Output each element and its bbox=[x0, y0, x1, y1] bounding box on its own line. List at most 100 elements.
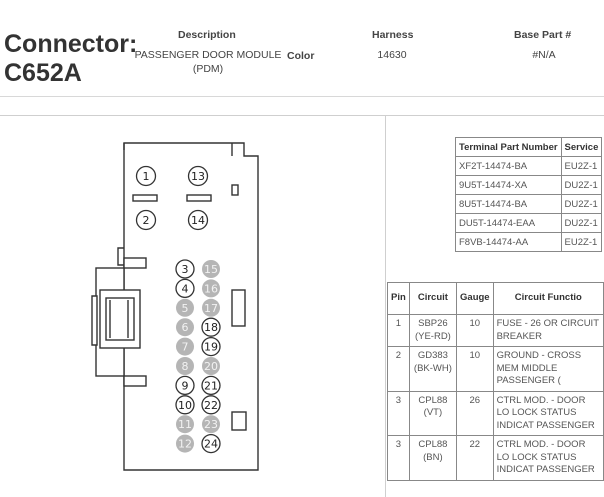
table-row: DU5T-14474-EAA DU2Z-1 bbox=[455, 213, 603, 233]
pin-number-label: 17 bbox=[204, 302, 218, 315]
harness-value: 14630 bbox=[377, 49, 407, 61]
table-row: 3 CPL88 (VT) 26 CTRL MOD. - DOOR LO LOCK… bbox=[387, 390, 604, 436]
terminal-part-table: Terminal Part Number Service XF2T-14474-… bbox=[455, 137, 603, 252]
circuit-cell: CPL88 (VT) bbox=[408, 390, 458, 436]
service-part-cell: EU2Z-1 bbox=[560, 156, 603, 176]
pin-9: 9 bbox=[175, 375, 195, 396]
connector-id: C652A bbox=[4, 59, 82, 87]
pin-number-label: 10 bbox=[178, 399, 192, 412]
pin-header: Pin bbox=[387, 282, 410, 315]
pin-1: 1 bbox=[135, 165, 157, 187]
gauge-cell: 22 bbox=[456, 435, 494, 481]
pin-number-label: 18 bbox=[204, 321, 218, 334]
pin-24: 24 bbox=[201, 433, 221, 454]
description-value: PASSENGER DOOR MODULE (PDM) bbox=[134, 49, 282, 75]
pin-cell: 2 bbox=[387, 346, 410, 392]
service-part-cell: DU2Z-1 bbox=[560, 194, 603, 214]
pin-number-label: 12 bbox=[178, 438, 192, 451]
pin-12: 12 bbox=[176, 434, 194, 453]
circuit-function-header: Circuit Functio bbox=[492, 282, 604, 315]
pin-7: 7 bbox=[176, 337, 194, 356]
pin-15: 15 bbox=[202, 260, 220, 278]
circuit-cell: CPL88 (BN) bbox=[408, 435, 458, 481]
terminal-part-cell: XF2T-14474-BA bbox=[455, 156, 562, 176]
pin-number-label: 16 bbox=[204, 282, 218, 295]
pin-13: 13 bbox=[187, 165, 209, 187]
pin-2: 2 bbox=[135, 209, 157, 231]
pin-20: 20 bbox=[202, 357, 220, 375]
pin-number-label: 2 bbox=[143, 214, 150, 227]
pin-number-label: 6 bbox=[182, 321, 189, 334]
pin-3: 3 bbox=[175, 259, 195, 279]
table-row: 3 CPL88 (BN) 22 CTRL MOD. - DOOR LO LOCK… bbox=[387, 435, 604, 481]
pin-number-label: 14 bbox=[191, 214, 205, 227]
pin-number-label: 11 bbox=[178, 418, 192, 431]
pin-circuit-table: Pin Circuit Gauge Circuit Functio 1 SBP2… bbox=[387, 282, 604, 481]
pin-cell: 1 bbox=[387, 314, 410, 347]
gauge-cell: 10 bbox=[456, 314, 494, 347]
pin-number-label: 19 bbox=[204, 341, 218, 354]
service-part-cell: DU2Z-1 bbox=[560, 175, 603, 195]
pin-number-label: 20 bbox=[204, 360, 218, 373]
header-divider bbox=[0, 96, 604, 97]
pin-19: 19 bbox=[201, 336, 221, 357]
pin-cell: 3 bbox=[387, 390, 410, 436]
table-row: F8VB-14474-AA EU2Z-1 bbox=[455, 232, 603, 252]
pin-16: 16 bbox=[202, 279, 220, 298]
connector-housing bbox=[91, 142, 259, 471]
pin-number-label: 4 bbox=[182, 282, 189, 295]
service-part-cell: DU2Z-1 bbox=[560, 213, 603, 233]
pin-21: 21 bbox=[201, 375, 221, 396]
pin-17: 17 bbox=[202, 298, 220, 317]
circuit-function-cell: GROUND - CROSS MEM MIDDLE PASSENGER ( bbox=[492, 346, 604, 392]
pin-layout: 1 13 2 14 3 4 5 6 7 8 9 10 11 12 15 16 17 18 19 20 21 22 23 24 bbox=[135, 165, 221, 454]
panel-divider bbox=[385, 115, 386, 497]
connector-face-diagram: 1 13 2 14 3 4 5 6 7 8 9 10 11 12 15 16 17 18 19 20 21 22 23 24 bbox=[91, 142, 259, 471]
pin-number-label: 24 bbox=[204, 438, 218, 451]
harness-label: Harness bbox=[372, 29, 414, 41]
pin-number-label: 1 bbox=[143, 170, 150, 183]
gauge-cell: 26 bbox=[456, 390, 494, 436]
connector-title: Connector: C652A bbox=[4, 30, 137, 88]
pin-14: 14 bbox=[187, 209, 209, 231]
pin-18: 18 bbox=[201, 317, 221, 337]
pin-number-label: 15 bbox=[204, 263, 218, 276]
pin-4: 4 bbox=[175, 278, 195, 299]
pin-number-label: 21 bbox=[204, 379, 218, 392]
connector-title-label: Connector: bbox=[4, 30, 138, 58]
table-row: 1 SBP26 (YE-RD) 10 FUSE - 26 OR CIRCUIT … bbox=[387, 314, 604, 347]
pin-number-label: 5 bbox=[182, 302, 189, 315]
pin-23: 23 bbox=[202, 415, 220, 434]
pin-number-label: 7 bbox=[182, 341, 189, 354]
gauge-header: Gauge bbox=[456, 282, 494, 315]
table-row: 9U5T-14474-XA DU2Z-1 bbox=[455, 175, 603, 195]
service-part-cell: EU2Z-1 bbox=[560, 232, 603, 252]
circuit-header: Circuit bbox=[408, 282, 458, 315]
pin-number-label: 23 bbox=[204, 418, 218, 431]
circuit-cell: GD383 (BK-WH) bbox=[408, 346, 458, 392]
circuit-function-cell: FUSE - 26 OR CIRCUIT BREAKER bbox=[492, 314, 604, 347]
circuit-function-cell: CTRL MOD. - DOOR LO LOCK STATUS INDICAT … bbox=[492, 390, 604, 436]
description-label: Description bbox=[178, 29, 236, 41]
terminal-part-cell: 9U5T-14474-XA bbox=[455, 175, 562, 195]
pin-22: 22 bbox=[201, 395, 221, 415]
circuit-cell: SBP26 (YE-RD) bbox=[408, 314, 458, 347]
pin-11: 11 bbox=[176, 415, 194, 434]
pin-number-label: 13 bbox=[191, 170, 205, 183]
pin-number-label: 9 bbox=[182, 379, 189, 392]
pin-cell: 3 bbox=[387, 435, 410, 481]
pin-6: 6 bbox=[176, 318, 194, 337]
pin-5: 5 bbox=[176, 298, 194, 317]
terminal-part-cell: F8VB-14474-AA bbox=[455, 232, 562, 252]
pin-number-label: 22 bbox=[204, 399, 218, 412]
table-row: XF2T-14474-BA EU2Z-1 bbox=[455, 156, 603, 176]
terminal-part-cell: 8U5T-14474-BA bbox=[455, 194, 562, 214]
table-row: 8U5T-14474-BA DU2Z-1 bbox=[455, 194, 603, 214]
table-row: 2 GD383 (BK-WH) 10 GROUND - CROSS MEM MI… bbox=[387, 346, 604, 392]
color-label: Color bbox=[287, 50, 315, 62]
pin-number-label: 3 bbox=[182, 263, 189, 276]
circuit-function-cell: CTRL MOD. - DOOR LO LOCK STATUS INDICAT … bbox=[492, 435, 604, 481]
pin-number-label: 8 bbox=[182, 360, 189, 373]
connector-header: Connector: C652A Description PASSENGER D… bbox=[0, 0, 604, 96]
terminal-part-header: Terminal Part Number bbox=[455, 137, 562, 157]
